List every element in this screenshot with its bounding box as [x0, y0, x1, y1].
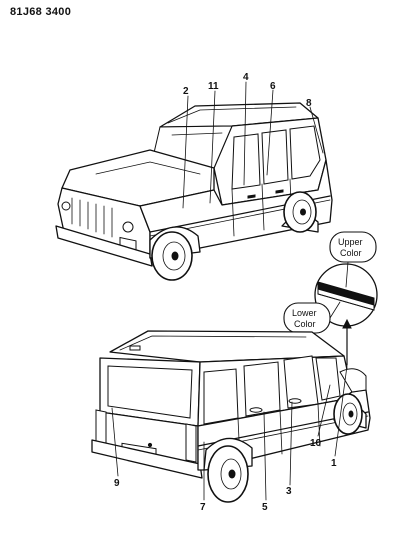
callout-8: 8 — [306, 98, 312, 109]
figure-code: 81J68 3400 — [10, 6, 72, 18]
top-leaders — [182, 81, 324, 209]
upper-color-label-2: Color — [340, 248, 362, 258]
callout-6: 6 — [270, 81, 276, 92]
callout-5: 5 — [262, 502, 268, 513]
callout-10: 10 — [310, 438, 322, 449]
callout-3: 3 — [286, 486, 292, 497]
stripe-color-inset — [283, 231, 378, 366]
upper-color-label-1: Upper — [338, 237, 363, 247]
callout-1: 1 — [331, 458, 337, 469]
callout-7: 7 — [200, 502, 206, 513]
callout-9: 9 — [114, 478, 120, 489]
callout-4: 4 — [243, 72, 249, 83]
callout-11: 11 — [208, 81, 219, 92]
callout-2: 2 — [183, 86, 189, 97]
vehicle-rear-view — [91, 330, 371, 503]
lower-color-label-1: Lower — [292, 308, 317, 318]
vehicle-front-view — [55, 102, 333, 281]
lower-color-label-2: Color — [294, 319, 316, 329]
bottom-leaders — [111, 365, 348, 501]
